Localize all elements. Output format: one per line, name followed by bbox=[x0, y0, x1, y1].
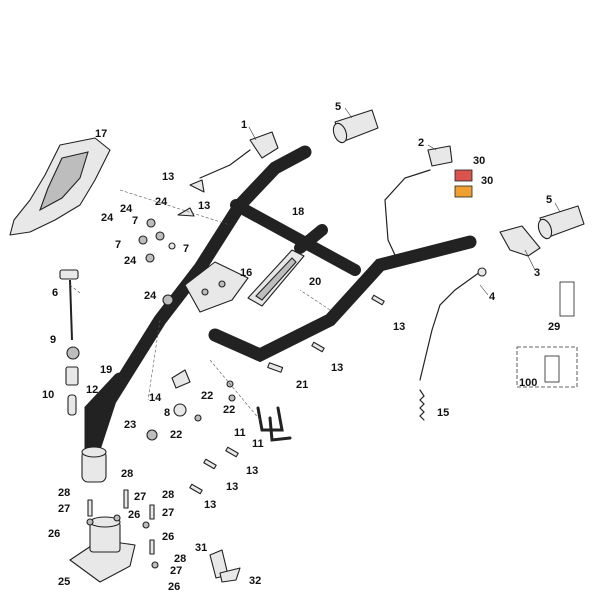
callout-labels: 1 2 3 4 5 5 6 7 7 7 8 9 10 11 11 12 13 1… bbox=[42, 101, 560, 593]
callout-30b: 30 bbox=[481, 175, 493, 187]
callout-27c: 27 bbox=[162, 507, 174, 519]
leader-lines bbox=[69, 107, 561, 421]
handlebar-frame bbox=[84, 145, 477, 468]
callout-24e: 24 bbox=[144, 290, 157, 302]
callout-32: 32 bbox=[249, 575, 261, 587]
callout-19: 19 bbox=[100, 364, 112, 376]
callout-24b: 24 bbox=[155, 196, 168, 208]
cable bbox=[384, 169, 431, 256]
callout-15: 15 bbox=[437, 407, 449, 419]
callout-13f: 13 bbox=[226, 481, 238, 493]
callout-28d: 28 bbox=[174, 553, 186, 565]
sticker-30b bbox=[454, 185, 473, 198]
spring-12 bbox=[65, 366, 79, 386]
callout-30a: 30 bbox=[473, 155, 485, 167]
callout-7b: 7 bbox=[115, 239, 121, 251]
callout-13d: 13 bbox=[331, 362, 343, 374]
callout-13b: 13 bbox=[198, 200, 210, 212]
callout-22b: 22 bbox=[223, 404, 235, 416]
clip-2 bbox=[427, 145, 453, 167]
console-plate bbox=[184, 261, 249, 313]
callout-24c: 24 bbox=[101, 212, 114, 224]
callout-8: 8 bbox=[164, 407, 170, 419]
callout-14: 14 bbox=[149, 392, 162, 404]
cable-4 bbox=[419, 271, 481, 381]
callout-11a: 11 bbox=[234, 427, 246, 439]
callout-23: 23 bbox=[124, 419, 136, 431]
callout-29: 29 bbox=[548, 321, 560, 333]
knob-6 bbox=[59, 269, 79, 280]
bracket-20-slot bbox=[255, 257, 297, 301]
callout-3: 3 bbox=[534, 267, 540, 279]
label-29 bbox=[559, 281, 575, 317]
callout-12: 12 bbox=[86, 384, 98, 396]
callout-31: 31 bbox=[195, 542, 207, 554]
callout-13e: 13 bbox=[246, 465, 258, 477]
callout-26a: 26 bbox=[48, 528, 60, 540]
callout-27a: 27 bbox=[58, 503, 70, 515]
callout-25: 25 bbox=[58, 576, 70, 588]
lever-3 bbox=[499, 225, 541, 257]
callout-26c: 26 bbox=[162, 531, 174, 543]
spring-15 bbox=[419, 389, 425, 421]
callout-100: 100 bbox=[519, 377, 537, 389]
callout-20: 20 bbox=[309, 276, 321, 288]
callout-17: 17 bbox=[95, 128, 107, 140]
callout-18: 18 bbox=[292, 206, 304, 218]
lower-sleeve-top bbox=[81, 446, 107, 458]
callout-28c: 28 bbox=[162, 489, 174, 501]
callout-24d: 24 bbox=[124, 255, 137, 267]
callout-26b: 26 bbox=[128, 509, 140, 521]
callout-22a: 22 bbox=[201, 390, 213, 402]
callout-16: 16 bbox=[240, 267, 252, 279]
lever-1 bbox=[199, 131, 279, 179]
callout-13g: 13 bbox=[204, 499, 216, 511]
callout-28a: 28 bbox=[58, 487, 70, 499]
cover-17-inner bbox=[38, 151, 89, 212]
callout-22c: 22 bbox=[170, 429, 182, 441]
callout-1: 1 bbox=[241, 119, 247, 131]
callout-11b: 11 bbox=[252, 438, 264, 450]
callout-10: 10 bbox=[42, 389, 54, 401]
callout-21: 21 bbox=[296, 379, 308, 391]
callout-5b: 5 bbox=[546, 194, 552, 206]
callout-7c: 7 bbox=[183, 243, 189, 255]
callout-6: 6 bbox=[52, 287, 58, 299]
callout-2: 2 bbox=[418, 137, 424, 149]
pin-10 bbox=[67, 394, 77, 416]
plate-32 bbox=[219, 567, 241, 583]
callout-13c: 13 bbox=[393, 321, 405, 333]
left-grip-5 bbox=[332, 109, 379, 144]
callout-24a: 24 bbox=[120, 203, 133, 215]
label-100 bbox=[544, 355, 560, 383]
label-100-frame bbox=[516, 346, 578, 388]
callout-4: 4 bbox=[489, 291, 496, 303]
right-grip-5 bbox=[537, 205, 585, 240]
callout-5a: 5 bbox=[335, 101, 341, 113]
callout-27b: 27 bbox=[134, 491, 146, 503]
callout-28b: 28 bbox=[121, 468, 133, 480]
nut-9 bbox=[66, 346, 80, 360]
callout-13a: 13 bbox=[162, 171, 174, 183]
callout-27d: 27 bbox=[170, 565, 182, 577]
sticker-30a bbox=[454, 169, 473, 182]
callout-9: 9 bbox=[50, 334, 56, 346]
callout-7a: 7 bbox=[132, 215, 138, 227]
callout-26d: 26 bbox=[168, 581, 180, 593]
